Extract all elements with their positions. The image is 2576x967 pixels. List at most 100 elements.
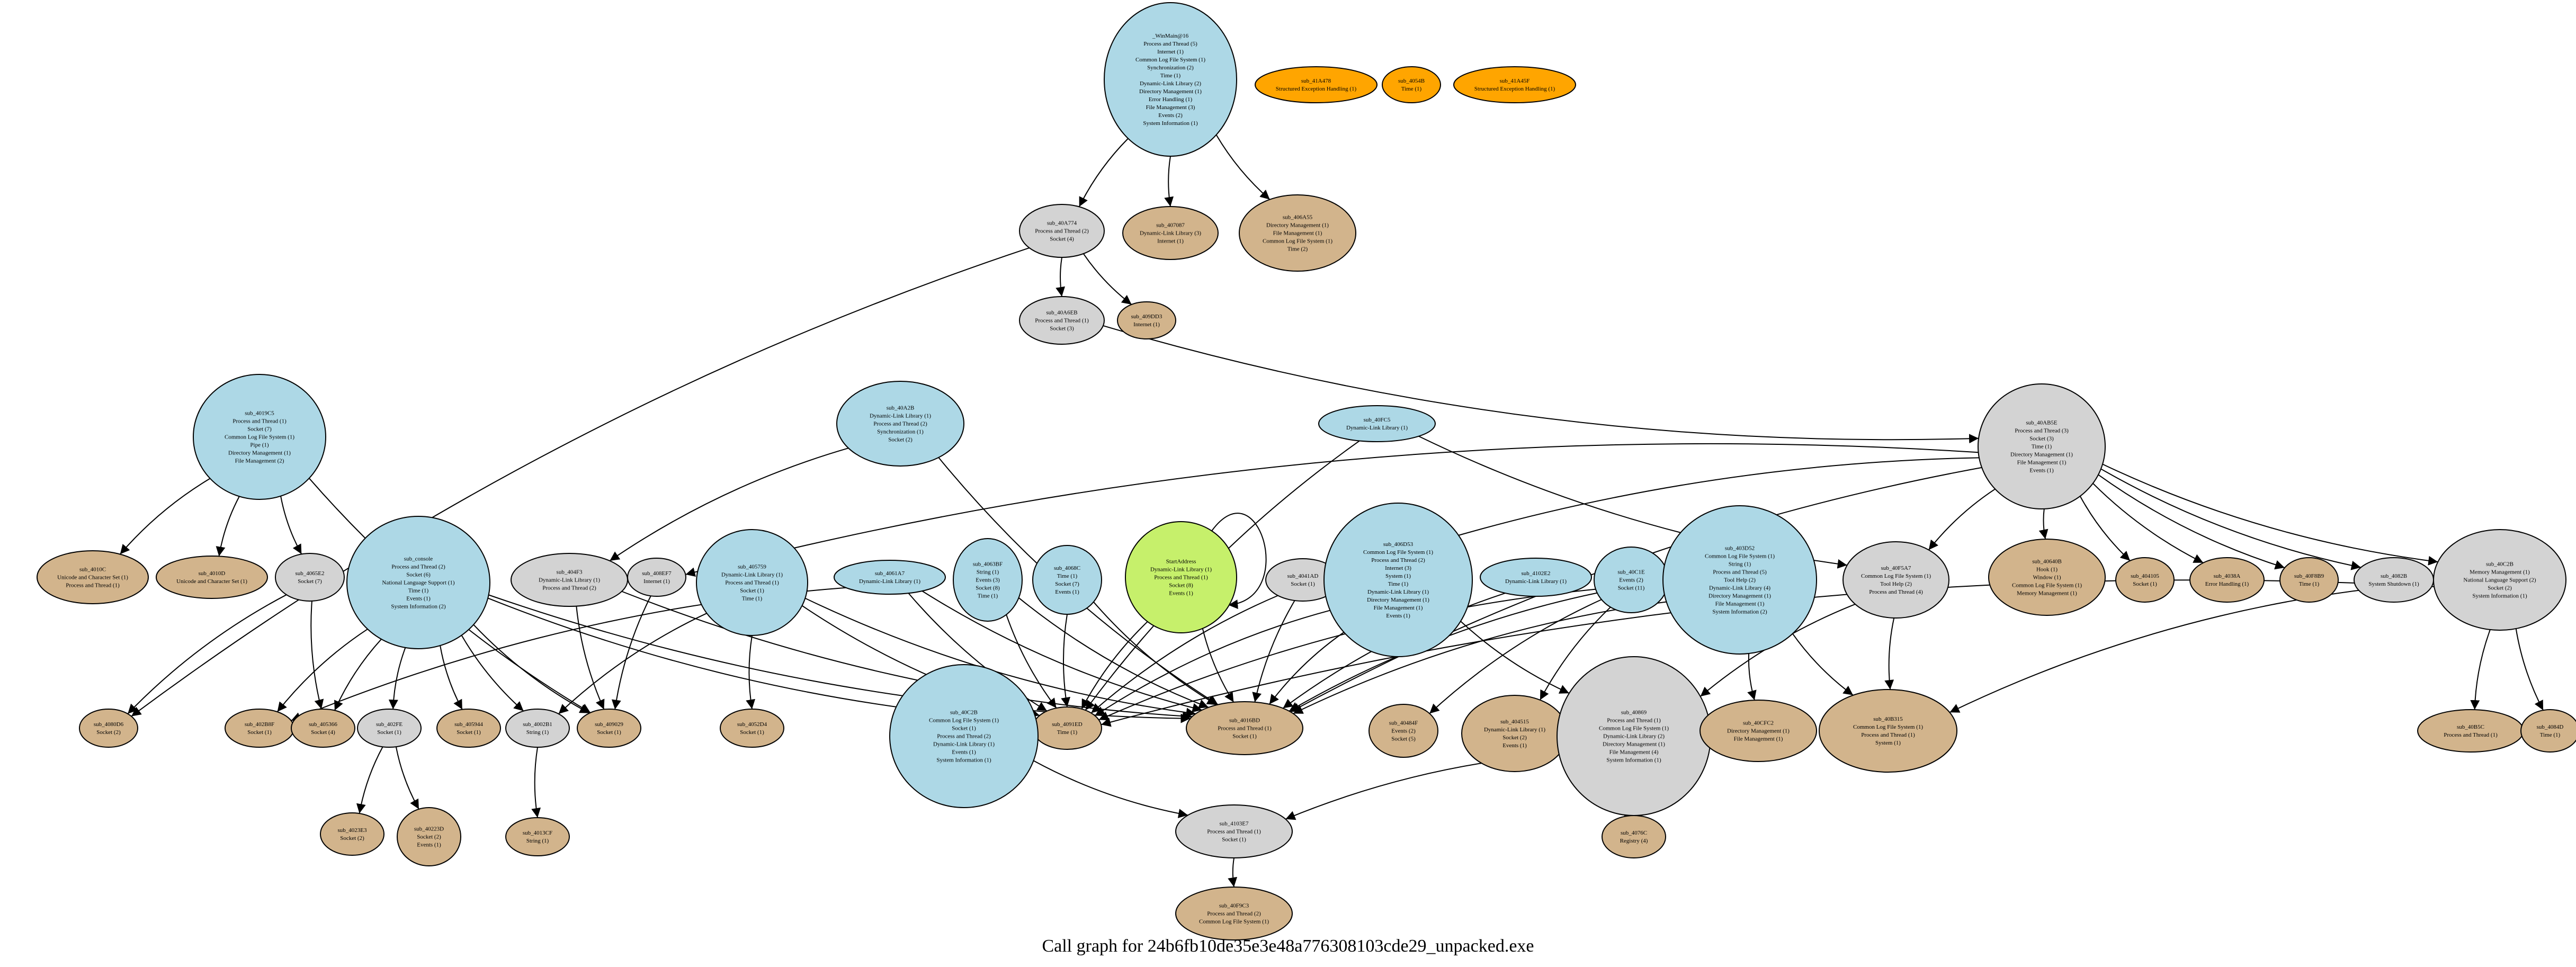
edge-n40ab5e-n404105	[2079, 496, 2131, 561]
node-api-label: Registry (4)	[1620, 838, 1648, 844]
node-api-label: Common Log File System (1)	[1135, 57, 1205, 63]
node-name-n4065e2: sub_4065E2	[296, 570, 325, 577]
node-api-label: Time (1)	[742, 596, 763, 602]
node-api-label: Events (2)	[1391, 728, 1416, 735]
node-ellipse-n4103e7	[1175, 804, 1293, 858]
node-api-label: Events (2)	[1619, 577, 1643, 584]
node-api-label: Socket (2)	[1502, 735, 1527, 741]
node-api-label: File Management (4)	[1609, 749, 1659, 756]
node-api-label: Unicode and Character Set (1)	[57, 575, 128, 581]
edge-n4019c5-n4010c	[119, 478, 211, 555]
node-ellipse-n4010c	[37, 550, 149, 604]
node-api-label: Process and Thread (2)	[1035, 228, 1089, 235]
edge-n40ab5e-n40c2b	[2102, 463, 2438, 566]
node-api-label: Socket (1)	[247, 729, 272, 736]
edge-n40f5a7-n40b315	[1884, 617, 1895, 690]
node-name-n40869: sub_40869	[1621, 710, 1647, 716]
node-api-label: Process and Thread (1)	[232, 418, 287, 425]
node-name-n40c2b: sub_40C2B	[2486, 561, 2514, 568]
node-ellipse-n405366	[291, 709, 355, 748]
edge-n40ab5e-n4038a	[2092, 483, 2204, 563]
node-api-label: Process and Thread (1)	[1154, 575, 1208, 581]
node-api-label: Events (1)	[2029, 468, 2054, 474]
node-api-label: File Management (1)	[1715, 601, 1765, 607]
node-api-label: String (1)	[526, 729, 549, 736]
node-name-n402b8f: sub_402B8F	[245, 721, 274, 728]
node-ellipse-n403d52	[1662, 505, 1817, 655]
node-ellipse-n4052d4	[720, 709, 784, 748]
node-api-label: Dynamic-Link Library (1)	[870, 413, 931, 419]
node-api-label: Memory Management (1)	[2017, 590, 2077, 597]
node-ellipse-o41a45f	[1453, 66, 1576, 103]
node-name-n40f9c3: sub_40F9C3	[1219, 903, 1249, 909]
node-ellipse-n40f9c3	[1175, 887, 1293, 941]
node-name-n405759: sub_405759	[738, 564, 766, 570]
edge-n40ab5e-n408ef7	[685, 443, 1979, 577]
node-ellipse-n4002b1	[505, 709, 570, 748]
node-ellipse-n40f8b9	[2279, 557, 2339, 603]
edge-start-start	[1211, 513, 1267, 609]
node-api-label: Time (1)	[408, 588, 429, 594]
node-api-label: Time (1)	[2540, 732, 2561, 738]
edge-n404f3-n409029	[576, 606, 605, 710]
node-ellipse-n406d53	[1323, 503, 1473, 657]
node-ellipse-n40fc5	[1318, 405, 1436, 442]
node-ellipse-n405944	[436, 709, 501, 748]
node-name-n4013cf: sub_4013CF	[523, 830, 552, 836]
edge-n4068c-n4016bd	[1093, 602, 1217, 705]
graph-caption: Call graph for 24b6fb10de35e3e48a7763081…	[1042, 936, 1534, 956]
node-ellipse-n40b315	[1819, 689, 1957, 773]
node-api-label: Socket (2)	[417, 834, 441, 840]
node-api-label: File Management (1)	[2017, 460, 2067, 466]
node-api-label: System Information (1)	[1143, 120, 1198, 127]
node-name-n4076c: sub_4076C	[1621, 830, 1647, 836]
node-name-n4061a7: sub_4061A7	[875, 570, 905, 577]
edge-console-n409029	[473, 624, 590, 714]
edge-n4041ad-n4091ed	[1090, 595, 1278, 714]
node-api-label: File Management (1)	[1734, 736, 1783, 742]
node-api-label: Internet (1)	[643, 578, 670, 585]
edge-n40c2b2-n4103e7	[1033, 760, 1188, 818]
node-name-n40484f: sub_40484F	[1389, 720, 1418, 727]
edge-n4061a7-n4016bd	[922, 590, 1202, 713]
edge-n40ab5e-n40f5a7	[1928, 488, 1996, 551]
edges-layer	[119, 135, 2544, 888]
edge-n402fe-n4023e3	[356, 746, 383, 814]
node-api-label: File Management (1)	[1374, 605, 1423, 611]
edge-n40c1e-n4091ed	[1098, 588, 1596, 721]
node-name-n40a2b: sub_40A2B	[887, 405, 915, 411]
node-api-label: File Management (1)	[1273, 230, 1322, 237]
node-api-label: Directory Management (1)	[1367, 597, 1429, 603]
node-ellipse-n40c2b	[2433, 529, 2566, 631]
edge-winmain-n406a55	[1215, 135, 1271, 200]
node-api-label: Dynamic-Link Library (1)	[539, 577, 600, 584]
node-api-label: Process and Thread (1)	[66, 583, 120, 589]
node-api-label: Common Log File System (1)	[1705, 553, 1775, 560]
node-api-label: System Shutdown (1)	[2368, 581, 2419, 587]
node-ellipse-n407087	[1122, 206, 1219, 260]
node-api-label: Time (1)	[1401, 86, 1422, 92]
edge-n403d52-n40cfc2	[1747, 653, 1757, 701]
node-name-n4084d: sub_4084D	[2537, 724, 2564, 730]
node-ellipse-n40223d	[397, 807, 461, 866]
node-api-label: Process and Thread (2)	[542, 585, 596, 592]
node-ellipse-n40cfc2	[1700, 700, 1817, 762]
node-name-n40223d: sub_40223D	[414, 826, 444, 832]
node-name-n40640b: sub_40640B	[2032, 559, 2062, 565]
node-name-n409dd3: sub_409DD3	[1131, 314, 1162, 320]
node-api-label: Directory Management (1)	[1603, 741, 1665, 748]
node-name-n4102e2: sub_4102E2	[1522, 570, 1551, 577]
node-api-label: Dynamic-Link Library (2)	[1603, 733, 1665, 740]
edge-n403d52-n4016bd	[1293, 601, 1667, 714]
node-ellipse-start	[1125, 521, 1237, 633]
